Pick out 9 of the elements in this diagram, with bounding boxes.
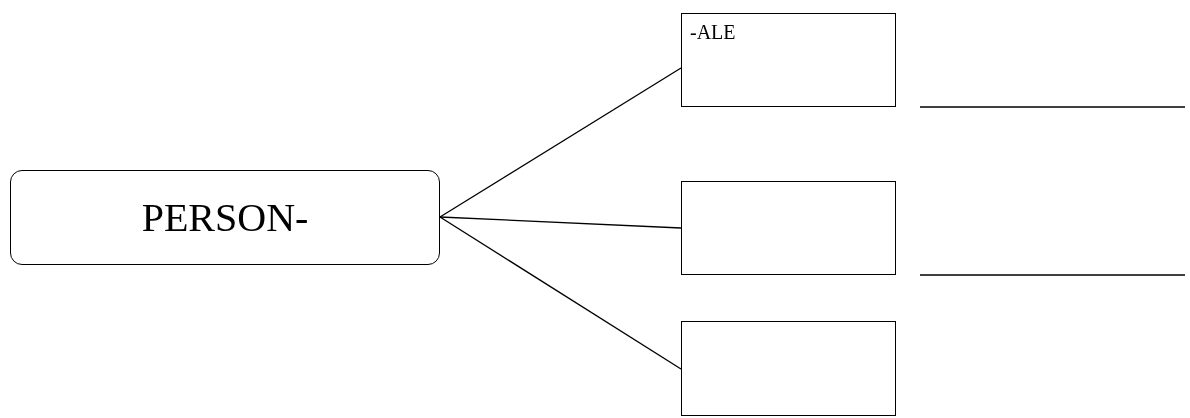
box: [681, 181, 896, 275]
rounded-box: [10, 170, 440, 265]
connector-line: [439, 216, 682, 370]
connector-line: [439, 216, 682, 229]
box: [681, 321, 896, 416]
box: [681, 13, 896, 107]
node-text: -ALE: [690, 22, 737, 42]
node-text: PERSON-: [141, 197, 309, 238]
connector-line: [439, 67, 682, 218]
